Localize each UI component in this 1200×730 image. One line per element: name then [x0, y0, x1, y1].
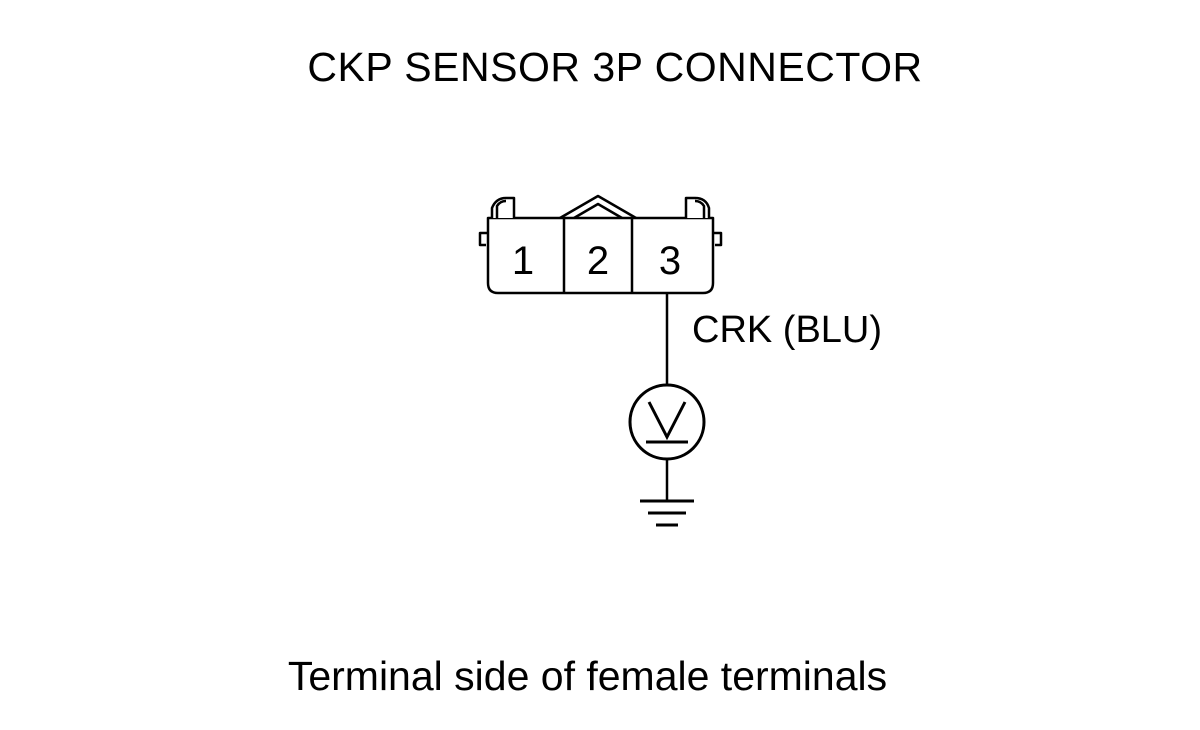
- diagram-caption: Terminal side of female terminals: [287, 653, 888, 699]
- ground-icon: [640, 499, 694, 527]
- connector-housing: [478, 194, 723, 295]
- terminal-2-label: 2: [587, 239, 609, 283]
- terminal-1-label: 1: [512, 239, 534, 283]
- terminal-3-label: 3: [659, 239, 681, 283]
- voltmeter-icon: [628, 383, 706, 461]
- wire-label: CRK (BLU): [692, 309, 882, 351]
- diagram-title: CKP SENSOR 3P CONNECTOR: [307, 44, 923, 90]
